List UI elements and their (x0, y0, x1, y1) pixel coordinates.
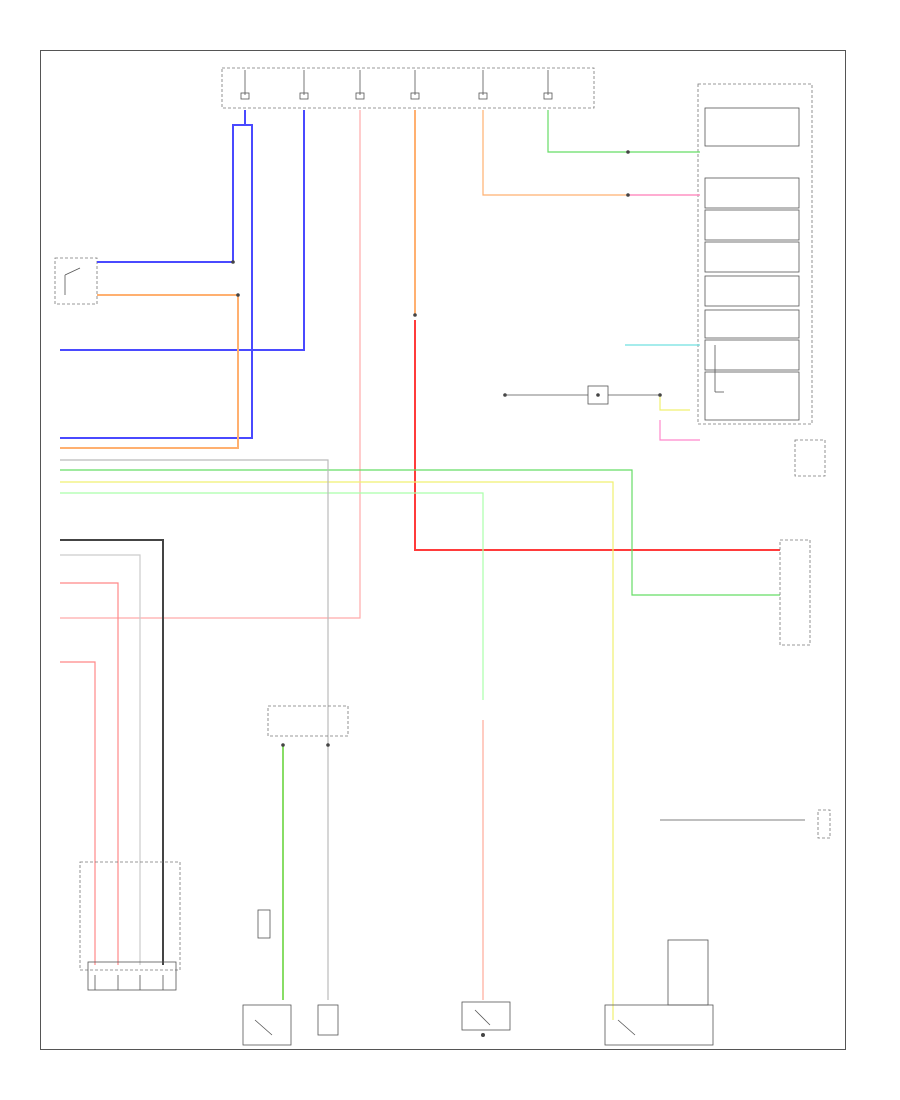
fuse-block-top (221, 67, 595, 109)
fuse-6 (543, 70, 553, 100)
transmission-connector (79, 861, 181, 991)
fuse-4 (410, 70, 420, 100)
splice-points (231, 150, 662, 1037)
wire-yellow-1 (60, 481, 614, 1020)
wire-gray-2 (60, 554, 141, 965)
wire-red-4 (60, 661, 96, 965)
stop-lamp-switch (604, 939, 714, 1046)
wire-green-3 (60, 492, 484, 700)
wire-yellow-2 (659, 395, 690, 411)
switch-left-bottom (242, 1004, 292, 1046)
wire-red-2 (60, 110, 361, 619)
wire-black (60, 539, 164, 965)
sensor-box (257, 909, 271, 939)
switch-center-bottom (461, 1001, 511, 1031)
fuse-5 (478, 70, 488, 100)
wire-blue-1 (97, 110, 246, 263)
wire-red-main (414, 320, 780, 551)
wire-green-1 (547, 110, 700, 153)
right-connector-3 (817, 809, 831, 839)
fuse-2 (299, 70, 309, 100)
wire-blue-3 (60, 124, 253, 439)
wire-green-2 (60, 469, 780, 596)
combination-meter-block (697, 83, 813, 425)
wire-red-3 (60, 582, 119, 965)
fuse-row (221, 67, 595, 109)
door-lock-switch (54, 257, 98, 305)
relay-mid (267, 705, 349, 737)
engine-ecm-block (779, 539, 811, 646)
wire-orange-1 (60, 294, 239, 449)
fuse-3 (355, 70, 365, 100)
right-connector-2 (794, 439, 826, 477)
wire-pink (659, 420, 700, 441)
wire-gray-1 (60, 459, 329, 1000)
wire-blue-2 (60, 110, 305, 351)
diagram-frame (40, 50, 846, 1050)
switch-mid-bottom (317, 1004, 339, 1036)
fuse-1 (240, 70, 250, 100)
